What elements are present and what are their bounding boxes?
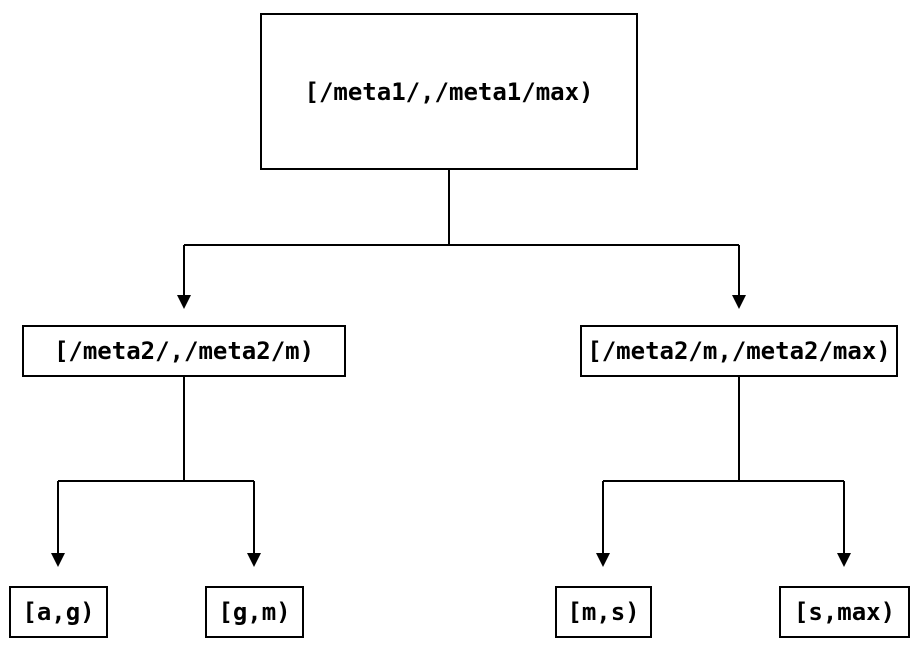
node-leaf-gm: [g,m) [205, 586, 304, 638]
node-level2-right-interval: [/meta2/m,/meta2/max) [580, 325, 898, 377]
arrowhead-to-leaf-gm [247, 553, 261, 567]
edge-left-split [57, 377, 255, 554]
node-leaf-ag: [a,g) [9, 586, 108, 638]
arrowhead-to-leaf-smax [837, 553, 851, 567]
node-leaf-smax: [s,max) [779, 586, 910, 638]
arrowhead-to-level2-right [732, 295, 746, 309]
arrowhead-to-leaf-ag [51, 553, 65, 567]
edge-right-split [602, 377, 845, 554]
node-leaf-ms: [m,s) [555, 586, 652, 638]
node-root-interval: [/meta1/,/meta1/max) [260, 13, 638, 170]
edge-root-split [183, 170, 740, 296]
node-level2-left-interval: [/meta2/,/meta2/m) [22, 325, 346, 377]
arrowhead-to-leaf-ms [596, 553, 610, 567]
arrowhead-to-level2-left [177, 295, 191, 309]
